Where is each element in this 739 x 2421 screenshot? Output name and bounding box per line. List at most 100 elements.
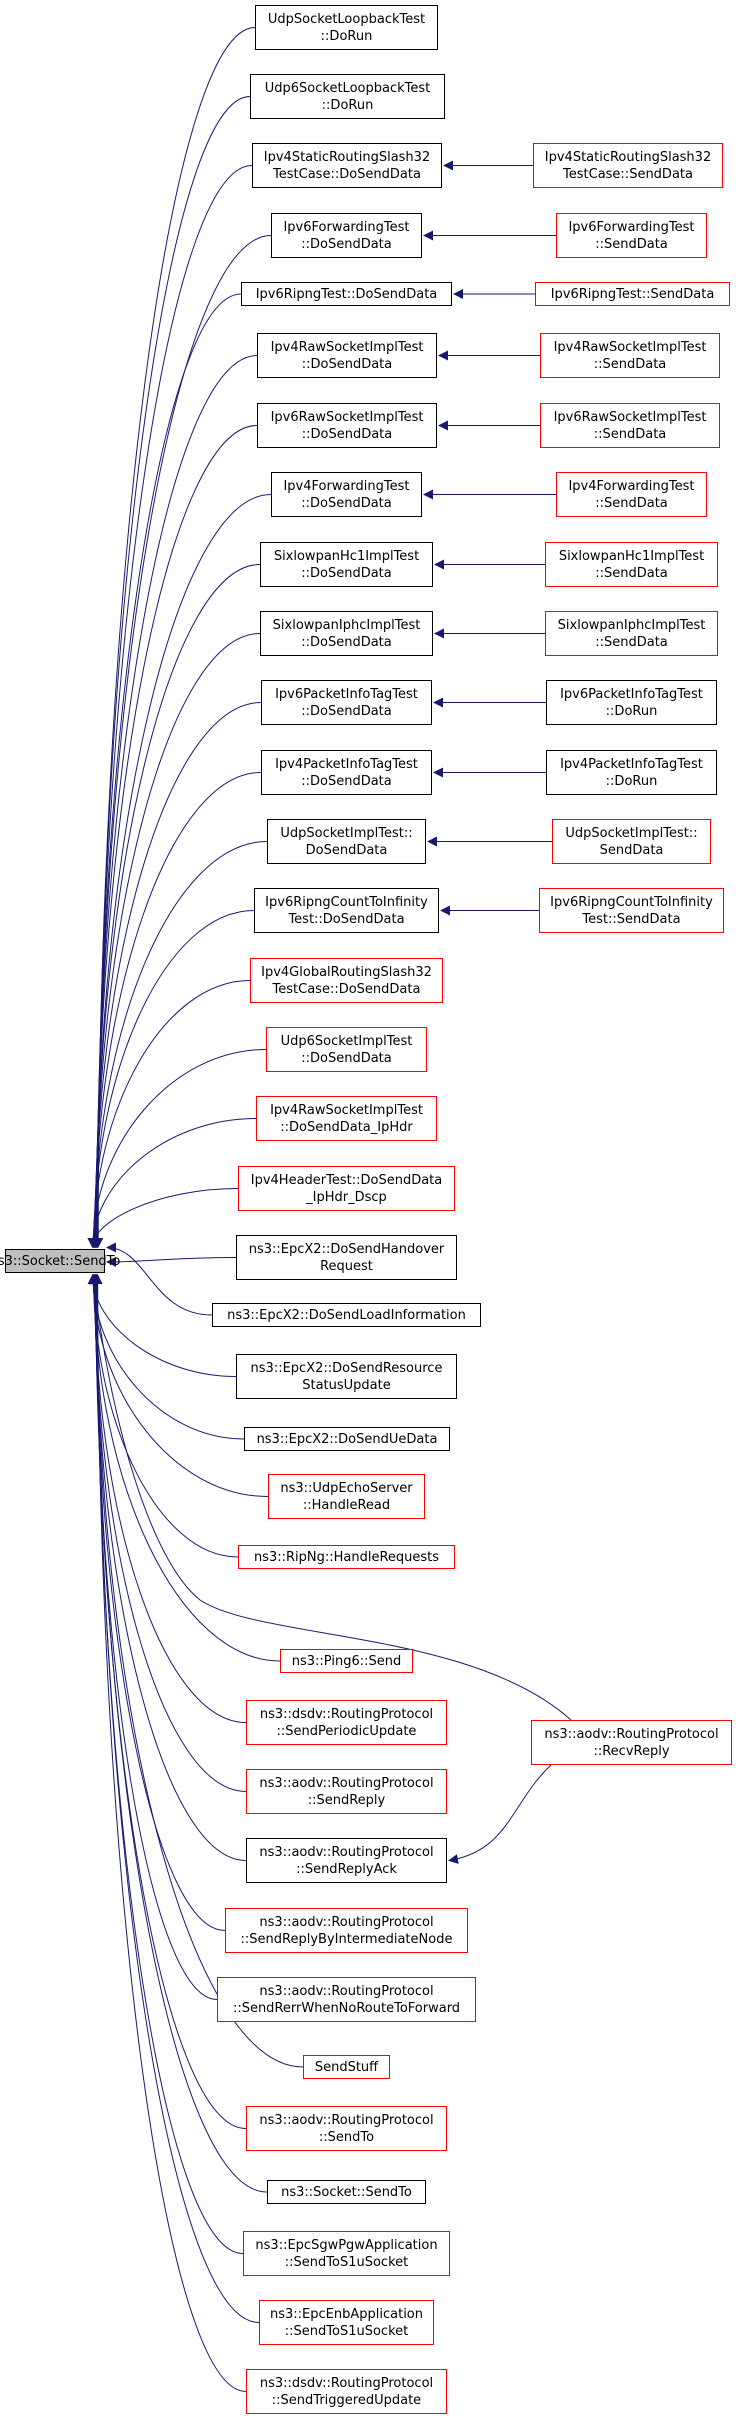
node-label-line: Ipv4HeaderTest::DoSendData [250, 1172, 443, 1188]
caller-node-ipv6rawsocketimpltest-dosenddata[interactable]: Ipv6RawSocketImplTest::DoSendData [257, 403, 437, 448]
node-label-line: ::DoSendData [301, 565, 392, 581]
caller-node-ns3-epcx2-dosendloadinformation[interactable]: ns3::EpcX2::DoSendLoadInformation [212, 1303, 481, 1327]
caller-node-ipv4packetinfotagtest-dosenddata[interactable]: Ipv4PacketInfoTagTest::DoSendData [261, 750, 432, 795]
node-label-line: Ipv6RipngTest::DoSendData [255, 286, 438, 302]
caller-node-ns3-epcenbapplication-sendtos1usocket[interactable]: ns3::EpcEnbApplication::SendToS1uSocket [259, 2300, 434, 2345]
outer-node-ipv4rawsocketimpltest-senddata[interactable]: Ipv4RawSocketImplTest::SendData [540, 333, 720, 378]
caller-node-ipv6packetinfotagtest-dosenddata[interactable]: Ipv6PacketInfoTagTest::DoSendData [261, 680, 432, 725]
node-label-line: ::DoSendData [301, 634, 392, 650]
node-label-line: ::SendData [593, 356, 667, 372]
caller-node-ns3-udpechoserver-handleread[interactable]: ns3::UdpEchoServer::HandleRead [268, 1474, 425, 1519]
caller-node-sixlowpaniphcimpltest-dosenddata[interactable]: SixlowpanIphcImplTest::DoSendData [260, 611, 433, 656]
caller-node-ipv6ripngtest-dosenddata[interactable]: Ipv6RipngTest::DoSendData [241, 282, 452, 306]
caller-node-ipv4headertest-dosenddata-iphdr-dscp[interactable]: Ipv4HeaderTest::DoSendData_IpHdr_Dscp [238, 1166, 455, 1211]
node-label-line: _IpHdr_Dscp [306, 1189, 387, 1205]
edge-caller-33 [91, 1274, 268, 2193]
outer-node-ipv6rawsocketimpltest-senddata[interactable]: Ipv6RawSocketImplTest::SendData [540, 403, 720, 448]
focus-node-socket-sendto[interactable]: ns3::Socket::SendTo [0, 1249, 120, 1273]
caller-node-ipv4rawsocketimpltest-dosenddata[interactable]: Ipv4RawSocketImplTest::DoSendData [257, 333, 437, 378]
node-label-line: StatusUpdate [302, 1377, 391, 1393]
edge-caller-18 [87, 1188, 239, 1248]
caller-node-ns3-epcsgwpgwapplication-sendtos1usocket[interactable]: ns3::EpcSgwPgwApplication::SendToS1uSock… [243, 2231, 450, 2276]
caller-node-ns3-aodv-routingprotocol-sendreplyack[interactable]: ns3::aodv::RoutingProtocol::SendReplyAck [246, 1838, 447, 1883]
node-label-line: Ipv6ForwardingTest [283, 219, 410, 235]
edge-caller-14 [88, 910, 255, 1248]
node-label-line: ns3::Socket::SendTo [0, 1253, 121, 1269]
node-label-line: ::DoRun [321, 97, 374, 113]
caller-node-udp6socketimpltest-dosenddata[interactable]: Udp6SocketImplTest::DoSendData [266, 1027, 427, 1072]
outer-node-ipv6forwardingtest-senddata[interactable]: Ipv6ForwardingTest::SendData [556, 213, 707, 258]
outer-node-udpsocketimpltest-senddata[interactable]: UdpSocketImplTest::SendData [552, 819, 711, 864]
node-label-line: ns3::dsdv::RoutingProtocol [259, 2375, 434, 2391]
caller-node-ns3-dsdv-routingprotocol-sendtriggeredupdate[interactable]: ns3::dsdv::RoutingProtocol::SendTriggere… [246, 2369, 447, 2414]
node-label-line: SendData [599, 842, 664, 858]
node-label-line: ns3::EpcEnbApplication [270, 2306, 423, 2322]
caller-node-sixlowpanhc1impltest-dosenddata[interactable]: SixlowpanHc1ImplTest::DoSendData [260, 542, 433, 587]
node-label-line: Ipv6ForwardingTest [568, 219, 695, 235]
caller-node-udpsocketimpltest-dosenddata[interactable]: UdpSocketImplTest::DoSendData [267, 819, 426, 864]
caller-node-ipv4rawsocketimpltest-dosenddata-iphdr[interactable]: Ipv4RawSocketImplTest::DoSendData_IpHdr [256, 1096, 437, 1141]
edge-caller-19 [106, 1256, 237, 1267]
edge-caller-31 [91, 1274, 304, 2068]
node-label-line: Ipv4RawSocketImplTest [553, 339, 707, 355]
node-label-line: ::SendPeriodicUpdate [276, 1723, 417, 1739]
edge-caller-17 [87, 1118, 257, 1248]
node-label-line: ::SendReplyByIntermediateNode [240, 1931, 453, 1947]
node-label-line: Ipv4RawSocketImplTest [270, 339, 424, 355]
node-label-line: ns3::EpcSgwPgwApplication [255, 2237, 438, 2253]
caller-node-ns3-dsdv-routingprotocol-sendperiodicupdate[interactable]: ns3::dsdv::RoutingProtocol::SendPeriodic… [246, 1700, 447, 1745]
node-label-line: Ipv6PacketInfoTagTest [275, 686, 418, 702]
caller-node-sendstuff[interactable]: SendStuff [303, 2055, 390, 2079]
node-label-line: Ipv4StaticRoutingSlash32 [544, 149, 712, 165]
node-label-line: ns3::aodv::RoutingProtocol [259, 1914, 434, 1930]
node-label-line: ::SendData [595, 236, 668, 252]
node-label-line: Ipv4ForwardingTest [568, 478, 695, 494]
edge-caller-7 [91, 425, 258, 1248]
edge-caller-20 [106, 1242, 213, 1316]
outer-node-ipv4forwardingtest-senddata[interactable]: Ipv4ForwardingTest::SendData [556, 472, 707, 517]
outer-node-ipv6ripngtest-senddata[interactable]: Ipv6RipngTest::SendData [535, 282, 730, 306]
node-label-line: Ipv6RipngTest::SendData [550, 286, 715, 302]
node-label-line: ::SendTo [318, 2129, 375, 2145]
outer-node-sixlowpaniphcimpltest-senddata[interactable]: SixlowpanIphcImplTest::SendData [545, 611, 718, 656]
node-label-line: ns3::aodv::RoutingProtocol [259, 1983, 434, 1999]
caller-node-ns3-socket-sendto[interactable]: ns3::Socket::SendTo [267, 2180, 426, 2204]
node-label-line: ::SendData [595, 634, 668, 650]
caller-node-udpsocketloopbacktest-dorun[interactable]: UdpSocketLoopbackTest::DoRun [255, 5, 438, 50]
outer-node-sixlowpanhc1impltest-senddata[interactable]: SixlowpanHc1ImplTest::SendData [545, 542, 718, 587]
node-label-line: Test::SendData [582, 911, 681, 927]
caller-node-ns3-aodv-routingprotocol-sendrerrwhennoroutetoforward[interactable]: ns3::aodv::RoutingProtocol::SendRerrWhen… [217, 1977, 476, 2022]
node-label-line: Test::DoSendData [288, 911, 405, 927]
node-label-line: Ipv4RawSocketImplTest [270, 1102, 423, 1118]
outer-node-ipv4packetinfotagtest-dorun[interactable]: Ipv4PacketInfoTagTest::DoRun [546, 750, 717, 795]
node-label-line: ::SendRerrWhenNoRouteToForward [232, 2000, 461, 2016]
node-label-line: ns3::aodv::RoutingProtocol [259, 2112, 434, 2128]
caller-node-ns3-ripng-handlerequests[interactable]: ns3::RipNg::HandleRequests [238, 1545, 455, 1569]
caller-node-ns3-aodv-routingprotocol-sendreply[interactable]: ns3::aodv::RoutingProtocol::SendReply [246, 1769, 447, 1814]
node-label-line: ::DoSendData [301, 773, 392, 789]
caller-node-ns3-aodv-routingprotocol-sendreplybyintermediatenode[interactable]: ns3::aodv::RoutingProtocol::SendReplyByI… [225, 1908, 468, 1953]
caller-node-ipv4forwardingtest-dosenddata[interactable]: Ipv4ForwardingTest::DoSendData [271, 472, 422, 517]
node-label-line: UdpSocketImplTest:: [565, 825, 698, 841]
node-label-line: ns3::EpcX2::DoSendHandover [248, 1241, 445, 1257]
node-label-line: TestCase::DoSendData [273, 166, 421, 182]
node-label-line: ns3::aodv::RoutingProtocol [259, 1844, 434, 1860]
caller-node-udp6socketloopbacktest-dorun[interactable]: Udp6SocketLoopbackTest::DoRun [250, 74, 445, 119]
caller-node-ipv6forwardingtest-dosenddata[interactable]: Ipv6ForwardingTest::DoSendData [271, 213, 422, 258]
node-label-line: Ipv6RipngCountToInfinity [550, 894, 713, 910]
caller-node-ns3-epcx2-dosenduedata[interactable]: ns3::EpcX2::DoSendUeData [244, 1427, 450, 1451]
node-label-line: ::DoSendData [301, 1050, 392, 1066]
node-label-line: ::DoRun [320, 28, 373, 44]
outer-node-ns3-aodv-routingprotocol-recvreply[interactable]: ns3::aodv::RoutingProtocol::RecvReply [531, 1720, 732, 1765]
node-label-line: Request [320, 1258, 373, 1274]
caller-node-ns3-ping6-send[interactable]: ns3::Ping6::Send [280, 1649, 413, 1673]
outer-node-ipv6packetinfotagtest-dorun[interactable]: Ipv6PacketInfoTagTest::DoRun [546, 680, 717, 725]
caller-node-ns3-aodv-routingprotocol-sendto[interactable]: ns3::aodv::RoutingProtocol::SendTo [246, 2106, 447, 2151]
